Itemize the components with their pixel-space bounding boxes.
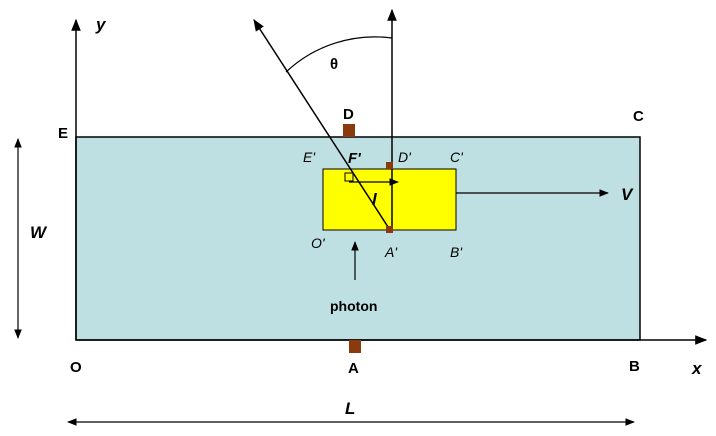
label-V: V (621, 185, 634, 204)
f-prime-marker (344, 172, 354, 182)
label-B: B (629, 358, 640, 375)
y-axis-label: y (95, 15, 107, 34)
label-B-prime: B' (450, 244, 463, 260)
label-C-prime: C' (450, 149, 464, 165)
label-C: C (633, 108, 644, 125)
label-F-prime: F' (348, 150, 361, 167)
label-E: E (58, 125, 68, 142)
label-E-prime: E' (303, 149, 316, 165)
label-O: O (70, 359, 82, 376)
inner-rectangle (322, 168, 457, 231)
marker-A-prime (386, 226, 393, 233)
label-O-prime: O' (311, 235, 326, 251)
label-L: L (345, 399, 355, 418)
label-D: D (343, 106, 354, 123)
marker-A (349, 340, 361, 353)
label-D-prime: D' (398, 149, 412, 165)
emitted-ray (253, 18, 391, 231)
marker-D (343, 124, 355, 137)
label-theta: θ (330, 56, 338, 73)
x-axis-label: x (691, 359, 703, 378)
label-A: A (348, 360, 359, 377)
label-l: l (372, 190, 378, 209)
label-photon: photon (330, 298, 377, 314)
marker-D-prime (386, 162, 393, 169)
theta-arc (285, 36, 393, 73)
label-A-prime: A' (384, 244, 398, 260)
label-W: W (30, 223, 48, 242)
